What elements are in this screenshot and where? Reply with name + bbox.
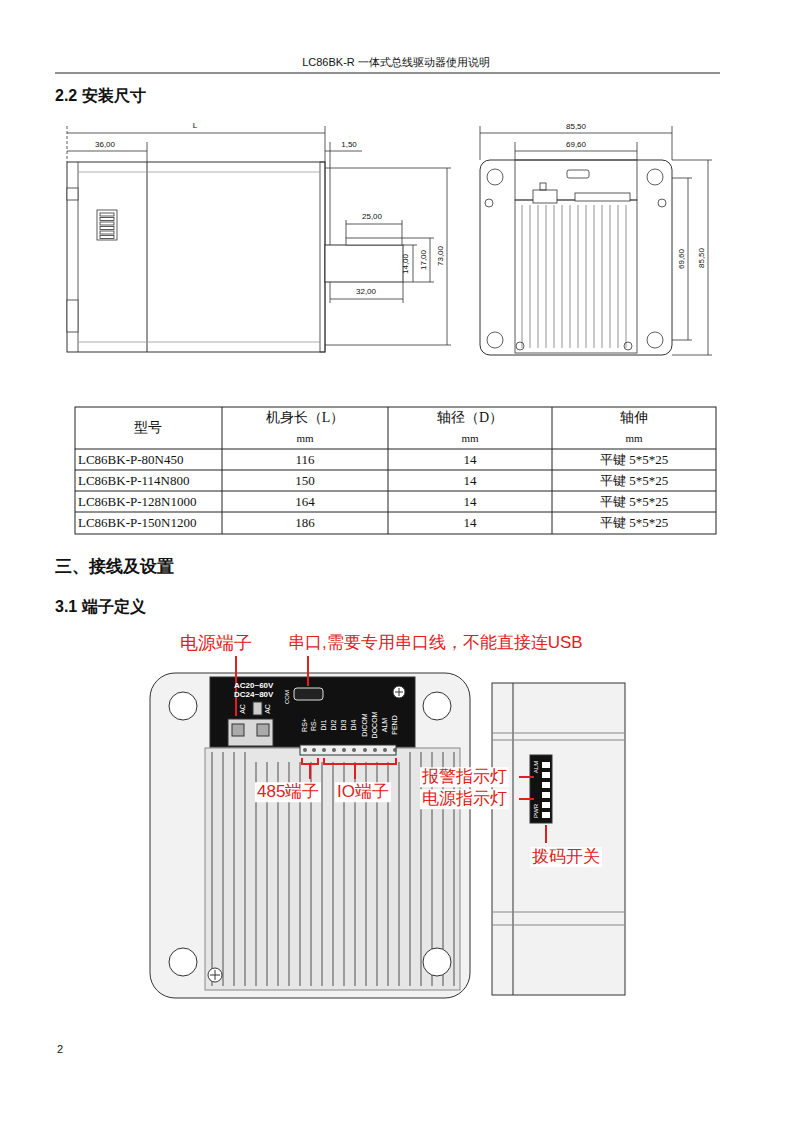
- dimension: 73,00: [436, 246, 445, 266]
- table-cell: 150: [295, 474, 315, 489]
- table-cell: 164: [295, 495, 315, 510]
- table-cell: 平键 5*5*25: [600, 516, 668, 531]
- pin-name: RS+: [301, 718, 309, 732]
- table-unit: mm: [625, 432, 642, 445]
- section-heading: 三、接线及设置: [55, 557, 174, 577]
- dimension: 1,50: [341, 140, 357, 149]
- section-heading: 2.2 安装尺寸: [55, 87, 146, 105]
- port-name: COM: [284, 690, 291, 704]
- dimension: 69,60: [566, 140, 586, 149]
- page-header: LC86BK-R 一体式总线驱动器使用说明: [302, 56, 490, 69]
- section-heading: 3.1 端子定义: [55, 598, 146, 616]
- pin-name: DI4: [350, 720, 358, 731]
- dimension: 32,00: [356, 287, 376, 296]
- dimension: 25,00: [362, 212, 382, 221]
- pin-name: PEND: [391, 715, 399, 734]
- callout-label: 485端子: [255, 782, 321, 802]
- callout-label: 串口,需要专用串口线，不能直接连USB: [286, 633, 585, 653]
- dimension: 36,00: [95, 140, 115, 149]
- table-cell: 14: [464, 474, 477, 489]
- table-cell: 平键 5*5*25: [600, 495, 668, 510]
- table-cell: 平键 5*5*25: [600, 474, 668, 489]
- led-name: PWR: [533, 804, 540, 818]
- table-header: 轴径（D）: [437, 410, 503, 426]
- terminal-name: AC: [264, 704, 272, 714]
- terminal-name: AC: [239, 704, 247, 714]
- table-unit: mm: [461, 432, 478, 445]
- table-unit: mm: [296, 432, 313, 445]
- model-cell: LC86BK-P-150N1200: [78, 516, 196, 531]
- page-number: 2: [57, 1043, 63, 1056]
- model-cell: LC86BK-P-128N1000: [78, 495, 196, 510]
- dimension: 17,00: [419, 250, 428, 270]
- pin-name: DOCOM: [371, 712, 379, 739]
- table-header: 轴伸: [620, 410, 648, 426]
- callout-label: 电源端子: [178, 633, 254, 654]
- dimension: 85,50: [566, 122, 586, 131]
- dimension: 14,00: [401, 254, 410, 274]
- table-cell: 平键 5*5*25: [600, 453, 668, 468]
- dimension: L: [193, 121, 197, 130]
- pin-name: DICOM: [361, 713, 369, 736]
- panel-print: DC24~80V: [234, 690, 273, 699]
- callout-label: 拨码开关: [530, 847, 602, 867]
- pin-name: DI1: [320, 720, 328, 731]
- callout-label: IO端子: [335, 782, 391, 802]
- table-cell: 186: [295, 516, 315, 531]
- table-header: 型号: [134, 420, 162, 436]
- table-cell: 14: [464, 495, 477, 510]
- pin-name: ALM: [381, 718, 389, 732]
- pin-name: DI2: [330, 720, 338, 731]
- table-header: 机身长（L）: [266, 410, 345, 426]
- dimension: 85,50: [697, 248, 706, 268]
- pin-name: DI3: [340, 720, 348, 731]
- table-cell: 116: [295, 453, 314, 468]
- callout-label: 报警指示灯: [420, 767, 509, 787]
- table-cell: 14: [464, 453, 477, 468]
- led-name: ALM: [533, 761, 540, 773]
- panel-print: AC20~60V: [234, 681, 273, 690]
- dimension: 69,60: [677, 249, 686, 269]
- table-cell: 14: [464, 516, 477, 531]
- pin-name: RS-: [310, 719, 318, 731]
- model-cell: LC86BK-P-114N800: [78, 474, 189, 489]
- model-cell: LC86BK-P-80N450: [78, 453, 183, 468]
- callout-label: 电源指示灯: [420, 789, 509, 809]
